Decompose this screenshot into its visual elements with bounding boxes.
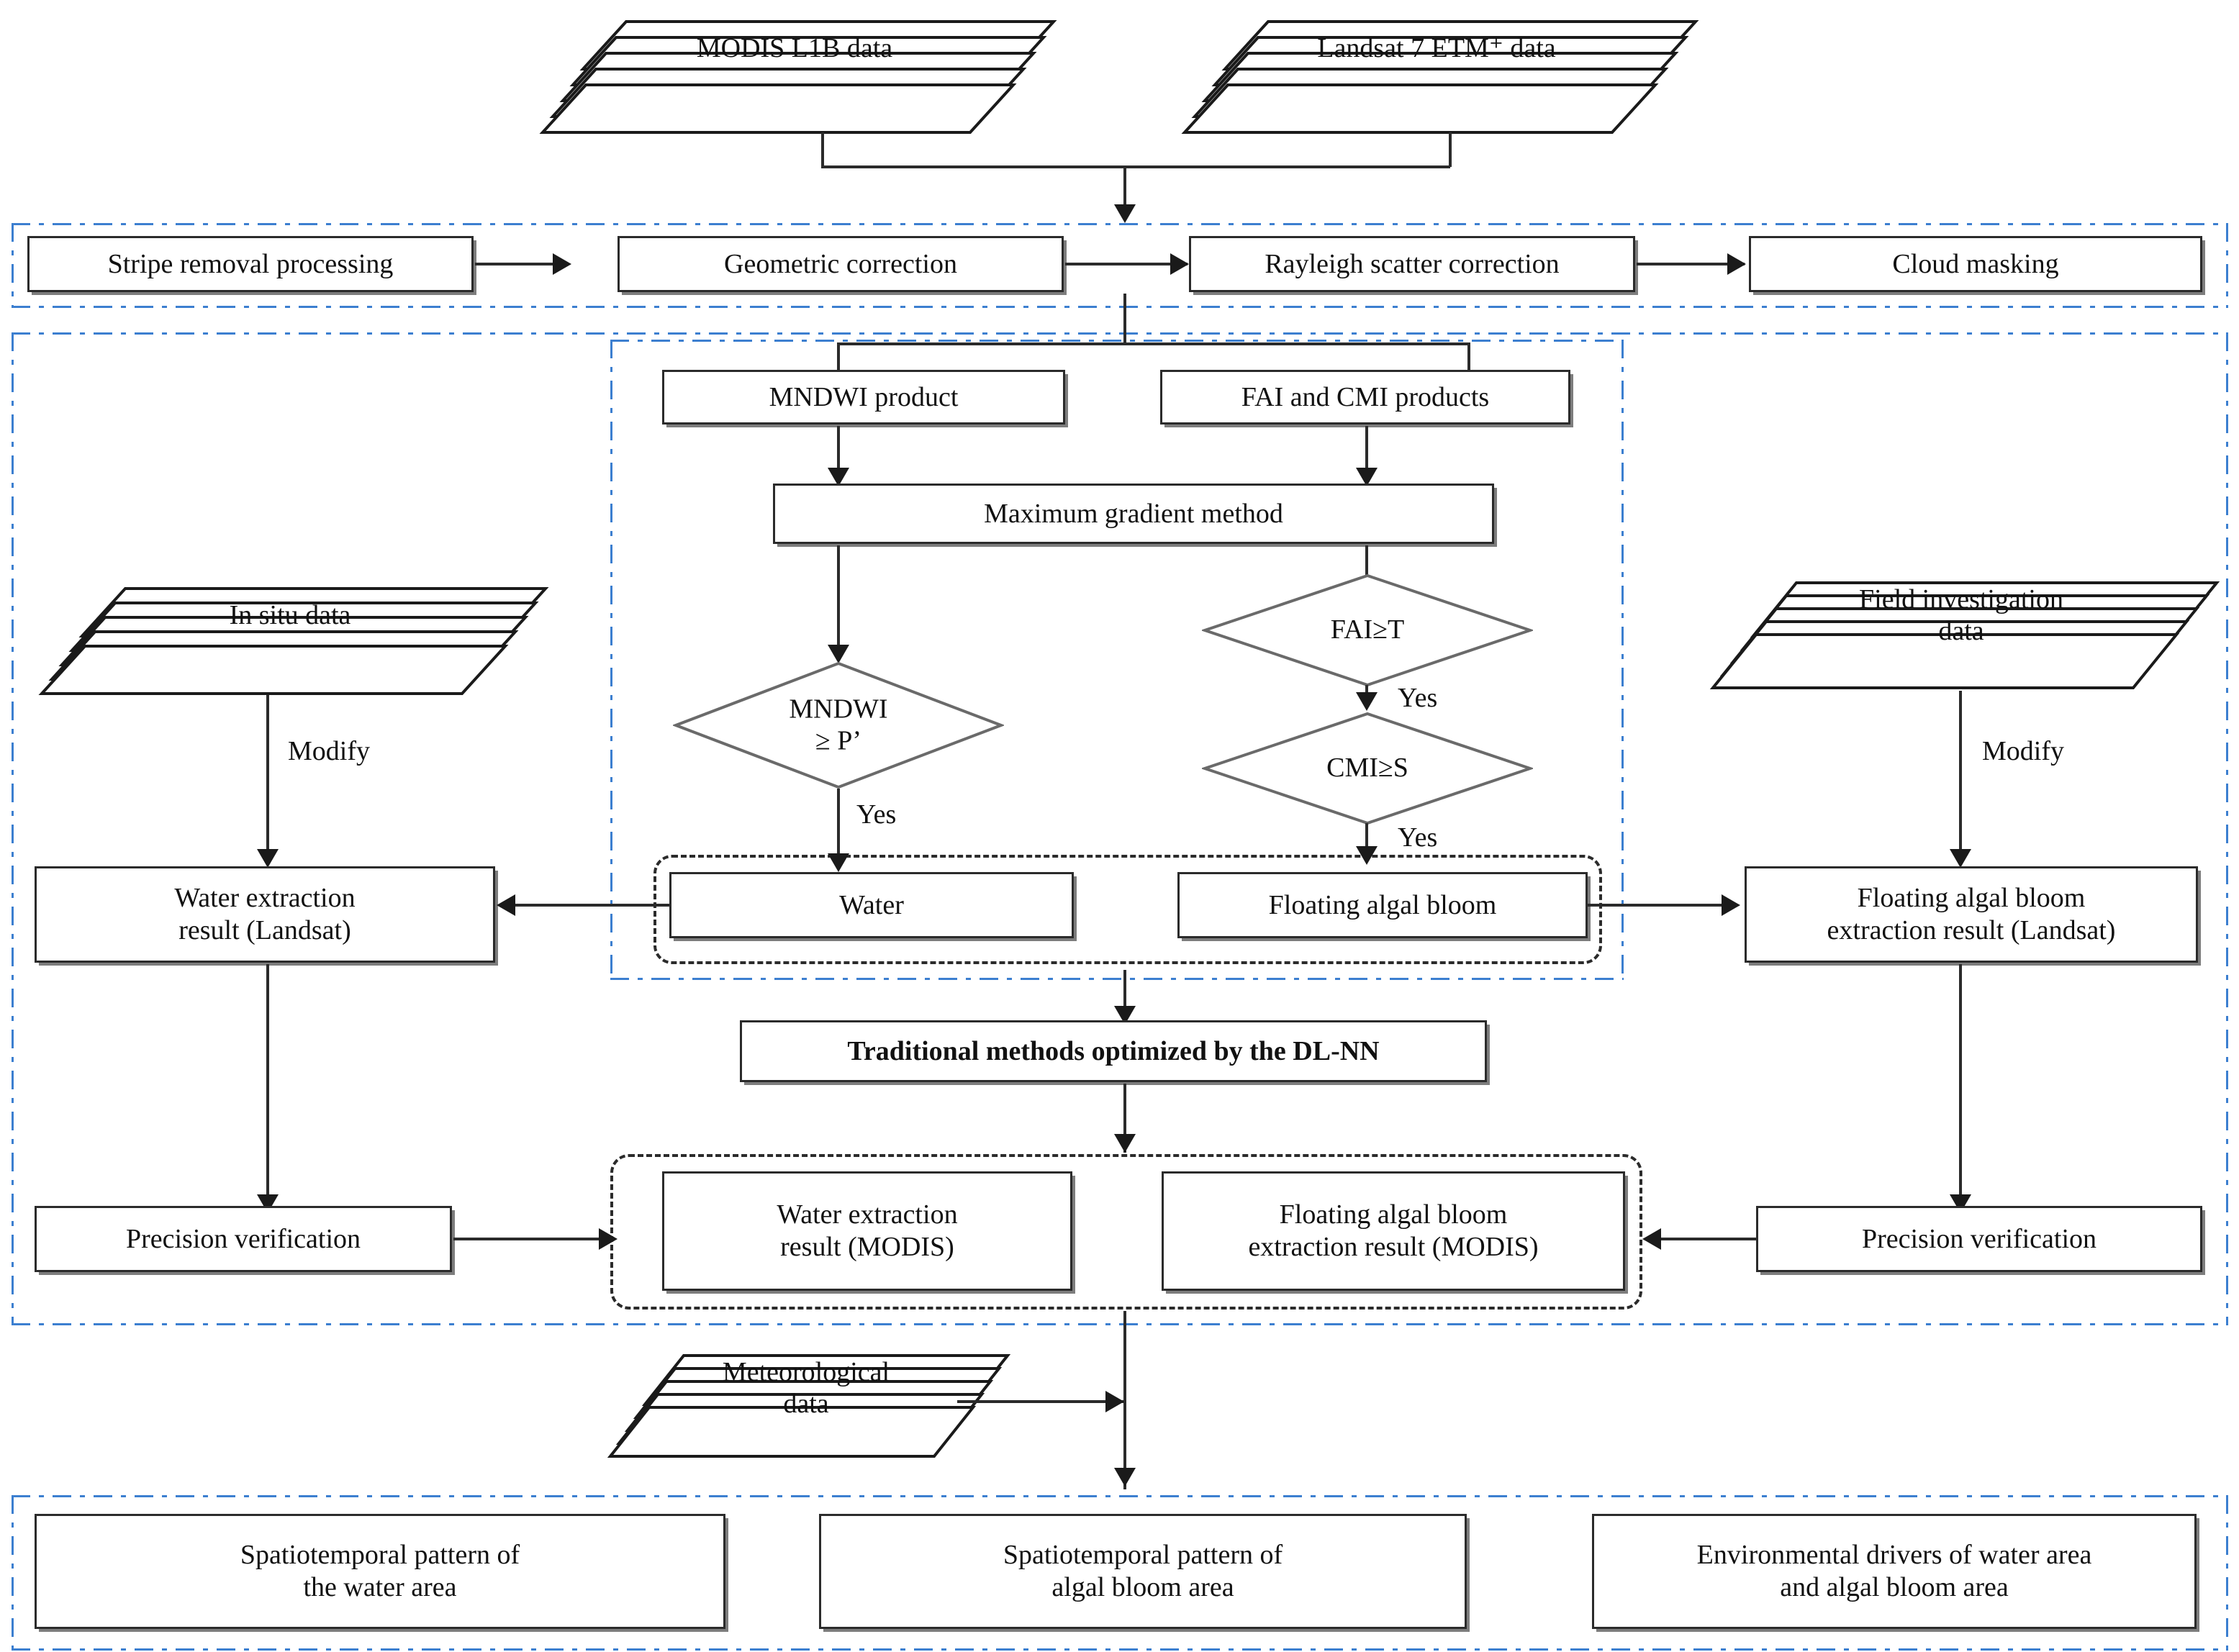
edge-bloom-to-landsat-bloom <box>1588 904 1732 907</box>
edge-label-fai-yes: Yes <box>1398 683 1438 713</box>
class-water[interactable]: Water <box>669 872 1074 938</box>
output-environmental-drivers[interactable]: Environmental drivers of water area and … <box>1592 1514 2197 1629</box>
data-source-field-investigation: Field investigation data <box>1706 568 2220 702</box>
edge-landsat-bloom-to-verify <box>1959 964 1962 1206</box>
product-mndwi[interactable]: MNDWI product <box>662 370 1065 425</box>
edge-landsat-down <box>1449 132 1452 167</box>
product-fai-cmi[interactable]: FAI and CMI products <box>1160 370 1570 425</box>
edge-verify-right-to-modis <box>1655 1238 1758 1240</box>
edge-meteo-to-main <box>957 1400 1124 1403</box>
result-bloom-landsat[interactable]: Floating algal bloom extraction result (… <box>1745 866 2198 963</box>
edge-label-mndwi-yes: Yes <box>856 799 897 830</box>
arrowhead-step2 <box>553 253 571 275</box>
arrowhead-outputs <box>1114 1468 1136 1487</box>
edge-modis-to-outputs <box>1123 1311 1126 1489</box>
edge-landsat-water-to-verify <box>266 964 269 1206</box>
edge-method-to-fai-decision <box>1365 545 1368 577</box>
arrowhead-cmi-decision <box>1356 692 1378 711</box>
arrowhead-mndwi-decision <box>828 645 849 663</box>
dlnn-optimization[interactable]: Traditional methods optimized by the DL-… <box>740 1020 1487 1082</box>
result-bloom-modis[interactable]: Floating algal bloom extraction result (… <box>1162 1171 1625 1291</box>
edge-water-to-landsat-water <box>508 904 669 907</box>
data-source-in-situ: In situ data <box>35 576 549 702</box>
extraction-group-frame <box>12 332 2228 1325</box>
arrowhead-step4 <box>1727 253 1746 275</box>
edge-modis-down <box>821 132 824 167</box>
edge-to-faicmi <box>1467 342 1470 371</box>
edge-label-modify-left: Modify <box>288 736 370 766</box>
result-water-modis[interactable]: Water extraction result (MODIS) <box>662 1171 1072 1291</box>
arrowhead-method-left <box>828 468 849 486</box>
edge-step3-step4 <box>1637 263 1745 266</box>
edge-verify-left-to-modis <box>453 1238 612 1240</box>
arrowhead-water <box>828 853 849 872</box>
decision-cmi[interactable]: CMI≥S <box>1202 711 1533 826</box>
step-cloud-masking[interactable]: Cloud masking <box>1749 236 2202 292</box>
output-bloom-pattern[interactable]: Spatiotemporal pattern of algal bloom ar… <box>819 1514 1467 1629</box>
arrowhead-modis-from-right <box>1642 1228 1661 1250</box>
edge-to-mndwi <box>837 342 840 371</box>
data-source-meteorological: Meteorological data <box>605 1344 1011 1459</box>
result-water-landsat[interactable]: Water extraction result (Landsat) <box>35 866 495 963</box>
edge-label-modify-right: Modify <box>1982 736 2064 766</box>
arrowhead-meteo-join <box>1105 1391 1124 1412</box>
edge-dlnn-to-modis-results <box>1123 1084 1126 1153</box>
edge-cmi-yes <box>1365 823 1368 856</box>
edge-classes-to-dlnn <box>1123 970 1126 1022</box>
step-geometric-correction[interactable]: Geometric correction <box>618 236 1064 292</box>
edge-mndwi-to-method <box>837 426 840 476</box>
precision-verification-right[interactable]: Precision verification <box>1756 1206 2202 1272</box>
arrowhead-landsat-bloom <box>1950 849 1971 868</box>
arrowhead-modis-results <box>1114 1134 1136 1153</box>
arrowhead-to-preprocessing <box>1114 204 1136 223</box>
edge-faicmi-to-method <box>1365 426 1368 476</box>
edge-insitu-to-landsat-water <box>266 695 269 859</box>
decision-mndwi[interactable]: MNDWI ≥ P’ <box>673 661 1004 790</box>
data-source-landsat: Landsat 7 ETM⁺ data <box>1177 9 1699 138</box>
arrowhead-landsat-water <box>257 849 279 868</box>
edge-step2-step3 <box>1065 263 1188 266</box>
edge-label-cmi-yes: Yes <box>1398 822 1438 853</box>
method-maximum-gradient[interactable]: Maximum gradient method <box>773 484 1494 544</box>
edge-step1-step2 <box>475 263 554 266</box>
edge-join-down <box>1123 165 1126 207</box>
arrowhead-step3 <box>1170 253 1189 275</box>
arrowhead-landsat-water-left <box>497 894 515 916</box>
arrowhead-modis-from-left <box>599 1228 618 1250</box>
edge-mndwi-yes <box>837 789 840 868</box>
decision-fai[interactable]: FAI≥T <box>1202 573 1533 688</box>
data-source-modis: MODIS L1B data <box>535 9 1057 138</box>
edge-sources-join <box>821 165 1450 168</box>
edge-preproc-down <box>1123 294 1126 344</box>
edge-products-split <box>837 342 1470 345</box>
edge-field-to-landsat-bloom <box>1959 691 1962 859</box>
arrowhead-method-right <box>1356 468 1378 486</box>
step-rayleigh-correction[interactable]: Rayleigh scatter correction <box>1189 236 1635 292</box>
class-floating-algal-bloom[interactable]: Floating algal bloom <box>1177 872 1588 938</box>
arrowhead-bloom <box>1356 846 1378 865</box>
step-stripe-removal[interactable]: Stripe removal processing <box>27 236 474 292</box>
edge-method-to-mndwi-decision <box>837 545 840 650</box>
arrowhead-landsat-bloom-right <box>1722 894 1740 916</box>
output-water-pattern[interactable]: Spatiotemporal pattern of the water area <box>35 1514 725 1629</box>
precision-verification-left[interactable]: Precision verification <box>35 1206 452 1272</box>
